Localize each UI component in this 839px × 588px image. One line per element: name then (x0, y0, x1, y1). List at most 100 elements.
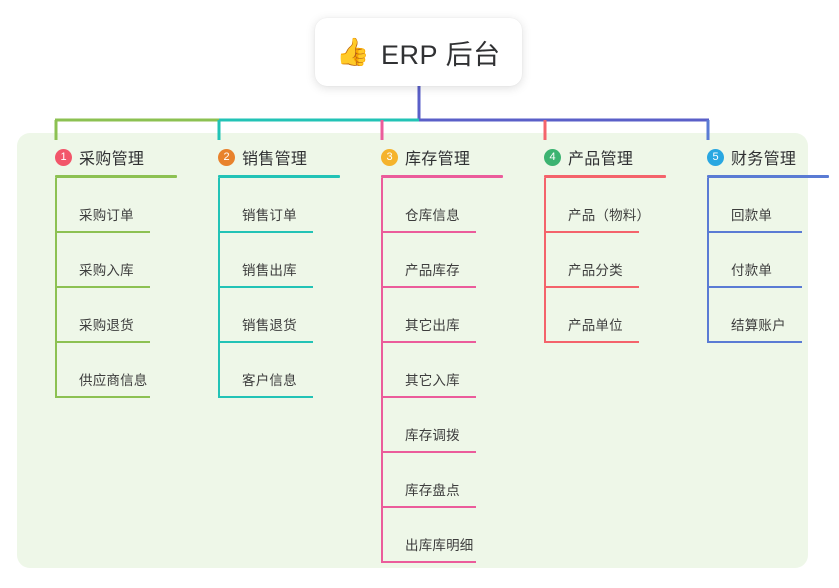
root-node-title: ERP 后台 (381, 39, 501, 70)
leaf-item-label: 库存调拨 (405, 428, 460, 443)
leaf-item-label: 仓库信息 (405, 208, 460, 223)
leaf-item[interactable]: 产品单位 (544, 288, 679, 343)
branch-spine (707, 178, 709, 343)
branch-badge: 3 (381, 148, 398, 166)
branch-spine (55, 178, 57, 398)
branch-item-list: 产品（物料） 产品分类产品单位 (519, 178, 679, 343)
leaf-item[interactable]: 采购订单 (55, 178, 190, 233)
branch-underline (218, 175, 340, 178)
leaf-item-label: 产品库存 (405, 263, 460, 278)
leaf-item-underline (381, 396, 476, 398)
leaf-item-underline (381, 561, 476, 563)
branch-badge: 2 (218, 148, 235, 166)
leaf-item-label: 结算账户 (731, 318, 786, 333)
leaf-item-underline (381, 506, 476, 508)
leaf-item[interactable]: 仓库信息 (381, 178, 516, 233)
leaf-item-underline (381, 451, 476, 453)
leaf-item-label: 库存盘点 (405, 483, 460, 498)
leaf-item-label: 客户信息 (242, 373, 297, 388)
leaf-item-underline (381, 341, 476, 343)
leaf-item[interactable]: 客户信息 (218, 343, 353, 398)
branch-title: 产品管理 (568, 151, 634, 168)
branch-underline (55, 175, 177, 178)
diagram-panel (17, 133, 808, 568)
branch-spine (218, 178, 220, 398)
branch-title: 财务管理 (731, 151, 797, 168)
leaf-item-label: 销售出库 (242, 263, 297, 278)
branch-column-5: 5 财务管理回款单付款单结算账户 (682, 146, 839, 343)
leaf-item-underline (544, 231, 639, 233)
branch-column-4: 4 产品管理产品（物料） 产品分类产品单位 (519, 146, 679, 343)
leaf-item-underline (381, 231, 476, 233)
leaf-item-underline (55, 286, 150, 288)
branch-badge: 5 (707, 148, 724, 166)
branch-header-1[interactable]: 1 采购管理 (30, 146, 190, 168)
leaf-item[interactable]: 供应商信息 (55, 343, 190, 398)
branch-title: 采购管理 (79, 151, 145, 168)
leaf-item[interactable]: 其它出库 (381, 288, 516, 343)
leaf-item[interactable]: 其它入库 (381, 343, 516, 398)
leaf-item[interactable]: 销售退货 (218, 288, 353, 343)
branch-badge: 4 (544, 148, 561, 166)
leaf-item-label: 出库库明细 (405, 538, 474, 553)
leaf-item-underline (707, 286, 802, 288)
branch-title: 库存管理 (405, 151, 471, 168)
leaf-item-label: 其它入库 (405, 373, 460, 388)
branch-item-list: 销售订单销售出库销售退货客户信息 (193, 178, 353, 398)
leaf-item-label: 销售退货 (242, 318, 297, 333)
branch-badge: 1 (55, 148, 72, 166)
branch-header-4[interactable]: 4 产品管理 (519, 146, 679, 168)
branch-item-list: 回款单付款单结算账户 (682, 178, 839, 343)
leaf-item[interactable]: 结算账户 (707, 288, 839, 343)
leaf-item-label: 产品（物料） (568, 208, 651, 223)
branch-header-3[interactable]: 3 库存管理 (356, 146, 516, 168)
leaf-item[interactable]: 销售订单 (218, 178, 353, 233)
leaf-item[interactable]: 产品分类 (544, 233, 679, 288)
branch-item-list: 采购订单采购入库采购退货供应商信息 (30, 178, 190, 398)
leaf-item-label: 产品单位 (568, 318, 623, 333)
branch-header-5[interactable]: 5 财务管理 (682, 146, 839, 168)
branch-spine (381, 178, 383, 563)
leaf-item-underline (55, 231, 150, 233)
leaf-item-label: 销售订单 (242, 208, 297, 223)
thumbs-up-icon: 👍 (336, 36, 371, 67)
leaf-item-label: 采购订单 (79, 208, 134, 223)
leaf-item-label: 供应商信息 (79, 373, 148, 388)
leaf-item-label: 采购入库 (79, 263, 134, 278)
branch-column-1: 1 采购管理采购订单采购入库采购退货供应商信息 (30, 146, 190, 398)
leaf-item-label: 回款单 (731, 208, 773, 223)
leaf-item-underline (381, 286, 476, 288)
leaf-item[interactable]: 回款单 (707, 178, 839, 233)
leaf-item[interactable]: 产品库存 (381, 233, 516, 288)
leaf-item-label: 产品分类 (568, 263, 623, 278)
leaf-item-underline (544, 286, 639, 288)
leaf-item[interactable]: 库存盘点 (381, 453, 516, 508)
leaf-item[interactable]: 付款单 (707, 233, 839, 288)
leaf-item-label: 其它出库 (405, 318, 460, 333)
leaf-item-label: 采购退货 (79, 318, 134, 333)
leaf-item-underline (218, 286, 313, 288)
root-node[interactable]: 👍 ERP 后台 (315, 18, 522, 86)
leaf-item[interactable]: 库存调拨 (381, 398, 516, 453)
branch-underline (544, 175, 666, 178)
leaf-item-underline (55, 341, 150, 343)
leaf-item[interactable]: 产品（物料） (544, 178, 679, 233)
branch-spine (544, 178, 546, 343)
leaf-item-label: 付款单 (731, 263, 773, 278)
leaf-item[interactable]: 采购入库 (55, 233, 190, 288)
leaf-item-underline (55, 396, 150, 398)
leaf-item-underline (707, 231, 802, 233)
leaf-item[interactable]: 采购退货 (55, 288, 190, 343)
leaf-item-underline (544, 341, 639, 343)
leaf-item-underline (218, 396, 313, 398)
leaf-item[interactable]: 销售出库 (218, 233, 353, 288)
leaf-item-underline (218, 231, 313, 233)
branch-underline (707, 175, 829, 178)
leaf-item[interactable]: 出库库明细 (381, 508, 516, 563)
branch-column-3: 3 库存管理仓库信息产品库存其它出库其它入库库存调拨库存盘点出库库明细 (356, 146, 516, 563)
leaf-item-underline (218, 341, 313, 343)
leaf-item-underline (707, 341, 802, 343)
